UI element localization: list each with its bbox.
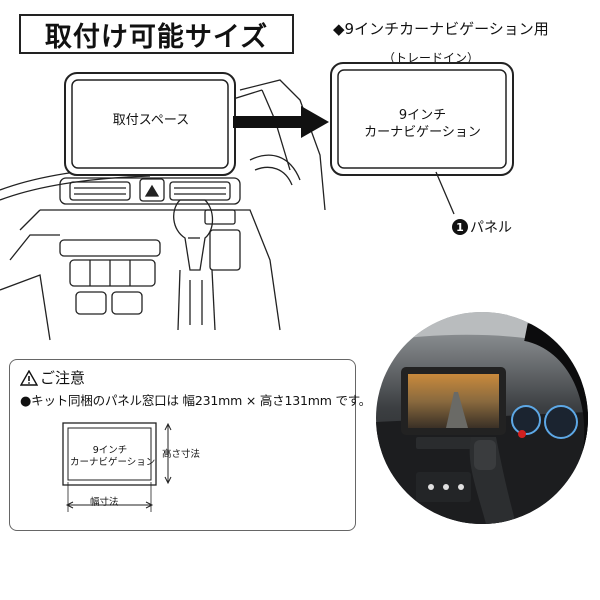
panel-label: パネル	[470, 220, 512, 236]
notice-heading: ご注意	[20, 367, 85, 388]
dimension-label-line2: カーナビゲーション	[70, 457, 156, 468]
notice-body-text: キット同梱のパネル窓口は 幅231mm × 高さ131mm です。	[31, 393, 372, 408]
mount-space-label: 取付スペース	[112, 113, 190, 128]
page-title: 取付け可能サイズ	[44, 21, 269, 53]
navi-panel-illustration	[330, 62, 514, 176]
height-label: 高さ寸法	[162, 449, 201, 460]
notice-heading-text: ご注意	[40, 369, 86, 387]
navi-label-line2: カーナビゲーション	[364, 125, 481, 140]
notice-body: ●キット同梱のパネル窓口は 幅231mm × 高さ131mm です。	[20, 390, 371, 409]
dimension-label-line1: 9インチ	[92, 445, 128, 456]
product-variant: （トレードイン）	[383, 51, 480, 65]
installation-photo	[376, 312, 588, 524]
panel-callout: 1 パネル	[452, 217, 512, 237]
width-label: 幅寸法	[90, 497, 119, 508]
arrow-right-icon	[233, 106, 329, 138]
product-heading: ◆9インチカーナビゲーション用	[333, 20, 549, 38]
navi-label-line1: 9インチ	[398, 108, 447, 123]
notice-box	[9, 359, 356, 531]
bullet-icon: ●	[20, 394, 32, 409]
title-box: 取付け可能サイズ	[19, 14, 294, 54]
panel-leader-line	[435, 171, 455, 215]
dimension-diagram-label: 9インチ カーナビゲーション	[70, 445, 156, 469]
dimension-diagram	[62, 422, 172, 512]
warning-icon	[20, 369, 38, 386]
navi-screen-label: 9インチ カーナビゲーション	[340, 107, 505, 141]
number-1-badge-icon: 1	[452, 219, 468, 235]
dashboard-illustration	[0, 72, 326, 341]
